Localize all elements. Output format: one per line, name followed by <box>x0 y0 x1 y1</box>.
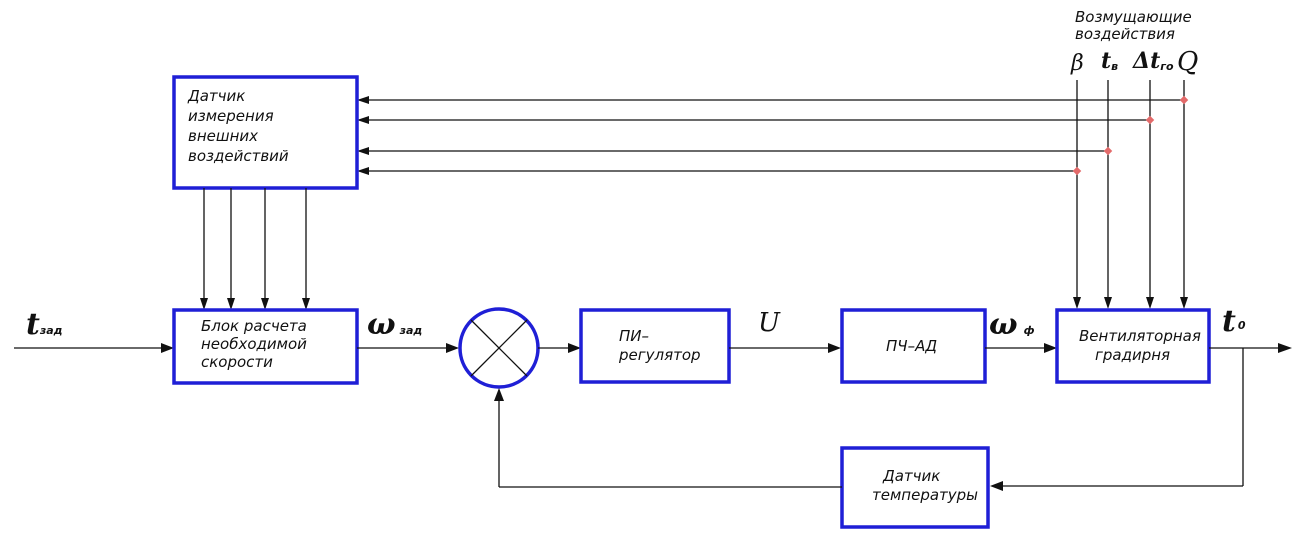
disturbance-dtgo-label: Δtго <box>1132 48 1174 74</box>
tv-tap-arrowhead <box>357 147 369 155</box>
temperature-sensor-label-1: Датчик <box>882 467 940 485</box>
sensor-out-arrowhead-1 <box>200 298 208 310</box>
beta-arrowhead <box>1073 297 1081 309</box>
external-sensor-label-2: измерения <box>188 107 274 125</box>
external-sensor-label-3: внешних <box>188 127 258 145</box>
t-set-label: tзад <box>26 307 63 342</box>
disturbances-heading-line1: Возмущающие <box>1075 8 1192 26</box>
speed-calc-label-2: необходимой <box>201 335 307 353</box>
q-arrowhead <box>1180 297 1188 309</box>
q-tap-arrowhead <box>357 96 369 104</box>
pi-controller-label-1: ПИ– <box>619 327 649 345</box>
beta-junction-dot <box>1072 166 1082 176</box>
speed-calc-block <box>172 308 359 385</box>
q-junction-dot <box>1179 95 1189 105</box>
sensor-out-arrowhead-2 <box>227 298 235 310</box>
speed-calc-label-1: Блок расчета <box>201 317 307 335</box>
dtgo-junction-dot <box>1145 115 1155 125</box>
temperature-sensor-label-2: температуры <box>872 486 978 504</box>
disturbances-heading: Возмущающие воздействия <box>1075 8 1192 43</box>
feedback-to-sensor-arrowhead <box>990 481 1003 491</box>
tv-arrowhead <box>1104 297 1112 309</box>
inverter-motor-block <box>840 308 987 384</box>
u-signal-label: U <box>758 308 781 338</box>
u-arrowhead <box>828 343 841 353</box>
disturbance-beta-label: β <box>1070 51 1084 76</box>
t-out-arrowhead <box>1278 343 1292 353</box>
disturbance-tv-label: tв <box>1101 48 1118 74</box>
t-set-arrowhead <box>161 343 174 353</box>
cooling-tower-block <box>1055 308 1211 384</box>
dtgo-tap-arrowhead <box>357 116 369 124</box>
omega-f-arrowhead <box>1044 343 1057 353</box>
dtgo-arrowhead <box>1146 297 1154 309</box>
sensor-out-arrowhead-3 <box>261 298 269 310</box>
speed-calc-label-3: скорости <box>201 353 273 371</box>
pi-controller-block <box>579 308 731 384</box>
disturbances-heading-line2: воздействия <box>1075 25 1175 43</box>
omega-set-arrowhead <box>446 343 459 353</box>
disturbance-q-label: Q <box>1177 47 1198 77</box>
feedback-up-arrowhead <box>494 388 504 401</box>
temperature-sensor-block <box>840 446 990 529</box>
external-sensor-label-4: воздействий <box>188 147 289 165</box>
tv-junction-dot <box>1103 146 1113 156</box>
pi-controller-label-2: регулятор <box>618 346 701 364</box>
inverter-motor-label: ПЧ–АД <box>886 337 937 355</box>
cooling-tower-label-2: градирня <box>1095 346 1170 364</box>
external-sensor-block <box>172 75 359 190</box>
sensor-out-arrowhead-4 <box>302 298 310 310</box>
junction-to-pi-arrowhead <box>568 343 581 353</box>
beta-tap-arrowhead <box>357 167 369 175</box>
summing-junction <box>458 307 540 389</box>
external-sensor-label-1: Датчик <box>187 87 245 105</box>
cooling-tower-label-1: Вентиляторная <box>1079 327 1201 345</box>
